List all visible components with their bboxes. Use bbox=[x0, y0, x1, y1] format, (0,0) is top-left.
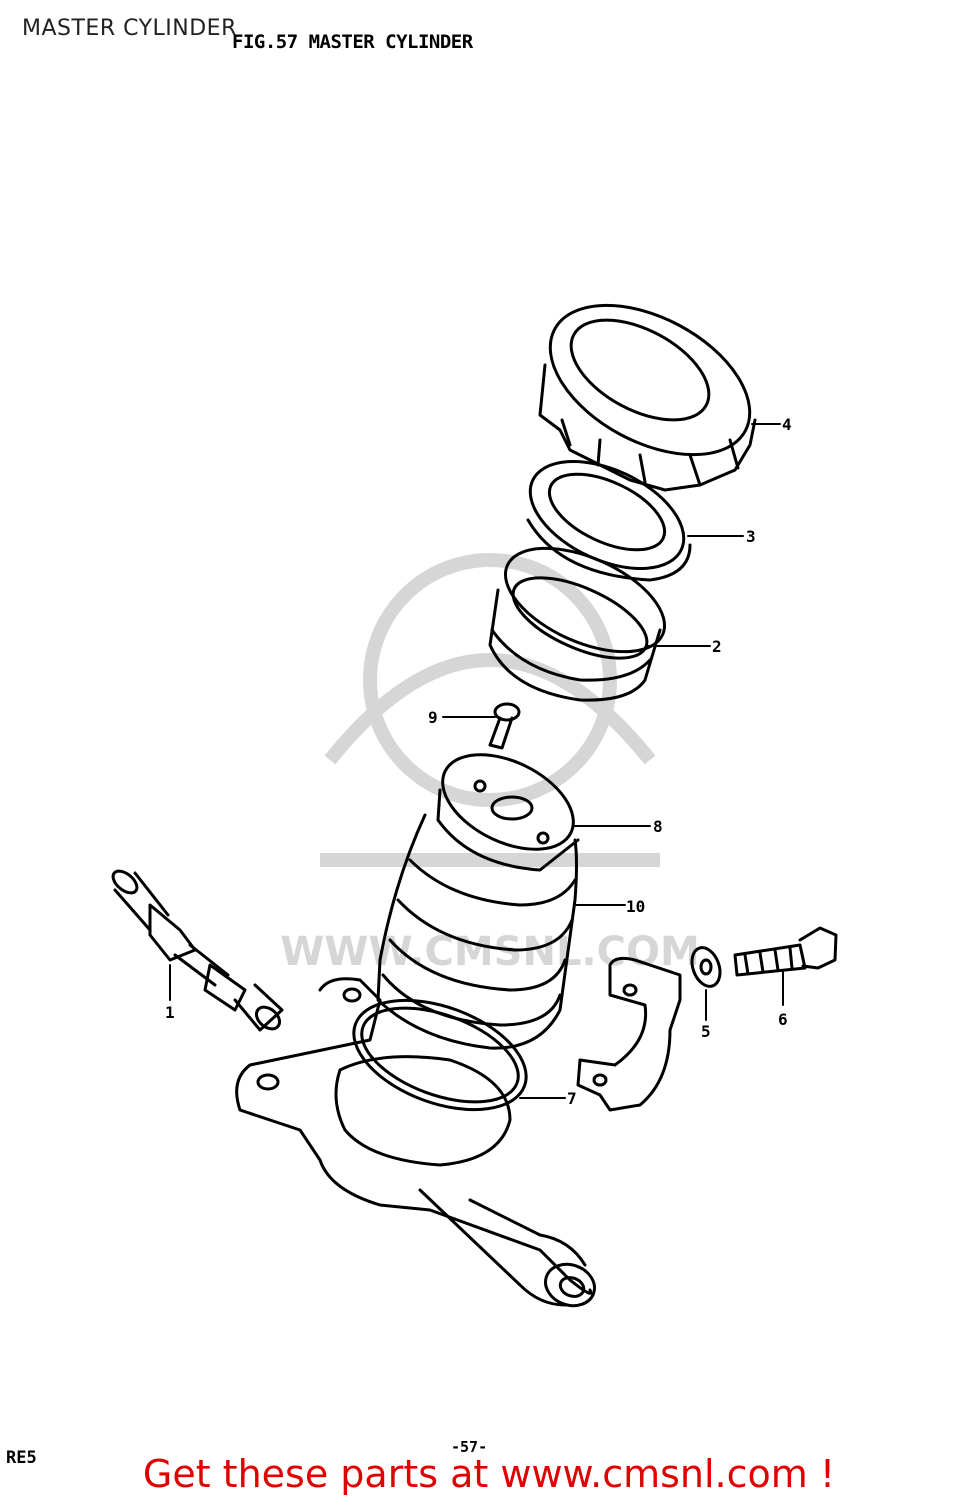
callout-2: 2 bbox=[712, 637, 722, 656]
screw bbox=[488, 702, 521, 750]
callout-4: 4 bbox=[782, 415, 792, 434]
callout-1: 1 bbox=[165, 1003, 175, 1022]
callout-6: 6 bbox=[778, 1010, 788, 1029]
figure-title: FIG.57 MASTER CYLINDER bbox=[232, 31, 473, 53]
callout-10: 10 bbox=[626, 897, 645, 916]
watermark-logo bbox=[320, 553, 660, 867]
leader-lines bbox=[169, 423, 784, 1099]
piston-assembly bbox=[111, 869, 284, 1032]
clamp-bolt bbox=[733, 926, 838, 977]
reservoir-cap bbox=[538, 303, 757, 492]
callout-3: 3 bbox=[746, 527, 756, 546]
callout-9: 9 bbox=[428, 708, 438, 727]
handlebar-clamp bbox=[576, 956, 682, 1112]
o-ring bbox=[352, 998, 528, 1112]
page-number: -57- bbox=[451, 1438, 488, 1456]
diaphragm bbox=[488, 546, 667, 702]
reservoir-plate bbox=[436, 753, 580, 872]
watermark-text: WWW.CMSNL.COM bbox=[280, 929, 700, 975]
model-code: RE5 bbox=[6, 1448, 37, 1468]
promo-link[interactable]: Get these parts at www.cmsnl.com ! bbox=[142, 1452, 836, 1496]
callout-labels: 1 2 3 4 5 6 7 8 9 10 bbox=[165, 415, 792, 1108]
page-title: MASTER CYLINDER bbox=[22, 16, 237, 41]
callout-7: 7 bbox=[567, 1089, 577, 1108]
callout-8: 8 bbox=[653, 817, 663, 836]
cylinder-body bbox=[235, 977, 596, 1308]
reservoir-body bbox=[376, 813, 578, 1050]
callout-5: 5 bbox=[701, 1022, 711, 1041]
washer bbox=[690, 946, 722, 988]
